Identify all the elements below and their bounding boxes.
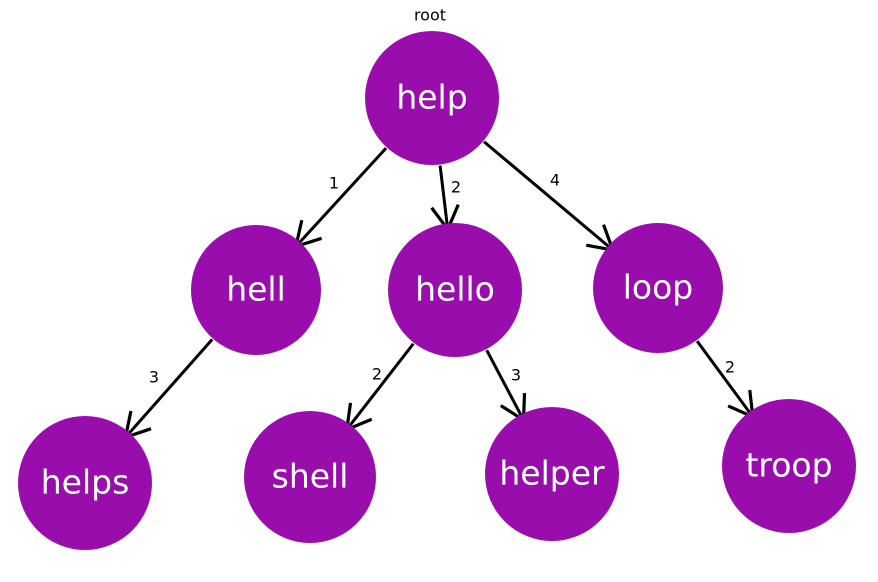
root-annotation-label: root (414, 6, 446, 25)
node-label: hello (415, 270, 495, 309)
edge-hello-to-helper (485, 349, 527, 423)
node-troop[interactable]: troop (722, 399, 856, 533)
node-circle[interactable] (244, 411, 376, 543)
node-circle[interactable] (388, 223, 522, 357)
node-loop[interactable]: loop (593, 223, 723, 353)
edge-line (695, 340, 755, 418)
node-label: helper (499, 454, 605, 493)
edge-line (124, 338, 214, 439)
edge-help-to-hell (293, 147, 388, 249)
node-circle[interactable] (722, 399, 856, 533)
edge-help-to-hello (430, 165, 460, 233)
edge-weight-label: 2 (451, 178, 461, 197)
node-circle[interactable] (365, 31, 499, 165)
node-label: helps (41, 463, 130, 502)
node-helper[interactable]: helper (485, 407, 619, 541)
node-hell[interactable]: hell (191, 225, 321, 355)
edge-help-to-loop (483, 140, 616, 253)
node-label: troop (745, 446, 832, 485)
node-circle[interactable] (18, 416, 152, 550)
edge-weight-label: 3 (511, 366, 521, 385)
edge-line (485, 349, 525, 421)
node-hello[interactable]: hello (388, 223, 522, 357)
node-circle[interactable] (191, 225, 321, 355)
edge-weight-label: 3 (149, 368, 159, 387)
node-help[interactable]: help (365, 31, 499, 165)
edge-hello-to-shell (344, 342, 415, 433)
edge-line (438, 165, 450, 230)
edge-weight-label: 4 (550, 171, 560, 190)
node-label: shell (272, 457, 349, 496)
node-helps[interactable]: helps (18, 416, 152, 550)
edge-line (345, 342, 415, 431)
node-circle[interactable] (485, 407, 619, 541)
node-circle[interactable] (593, 223, 723, 353)
node-label: hell (226, 270, 286, 309)
edge-loop-to-troop (695, 340, 755, 420)
edges-layer: 1 2 4 3 2 3 2 (123, 140, 755, 440)
edge-hell-to-helps (123, 338, 214, 440)
edge-line (483, 140, 614, 252)
edge-weight-label: 1 (329, 174, 339, 193)
node-label: loop (623, 268, 694, 307)
node-label: help (396, 78, 467, 117)
nodes-layer: help hell hello loop helps shell helper troop (18, 31, 856, 550)
edge-weight-label: 2 (372, 365, 382, 384)
annotations-layer: root (414, 6, 446, 25)
edge-line (294, 147, 388, 248)
node-shell[interactable]: shell (244, 411, 376, 543)
edge-weight-label: 2 (725, 358, 735, 377)
